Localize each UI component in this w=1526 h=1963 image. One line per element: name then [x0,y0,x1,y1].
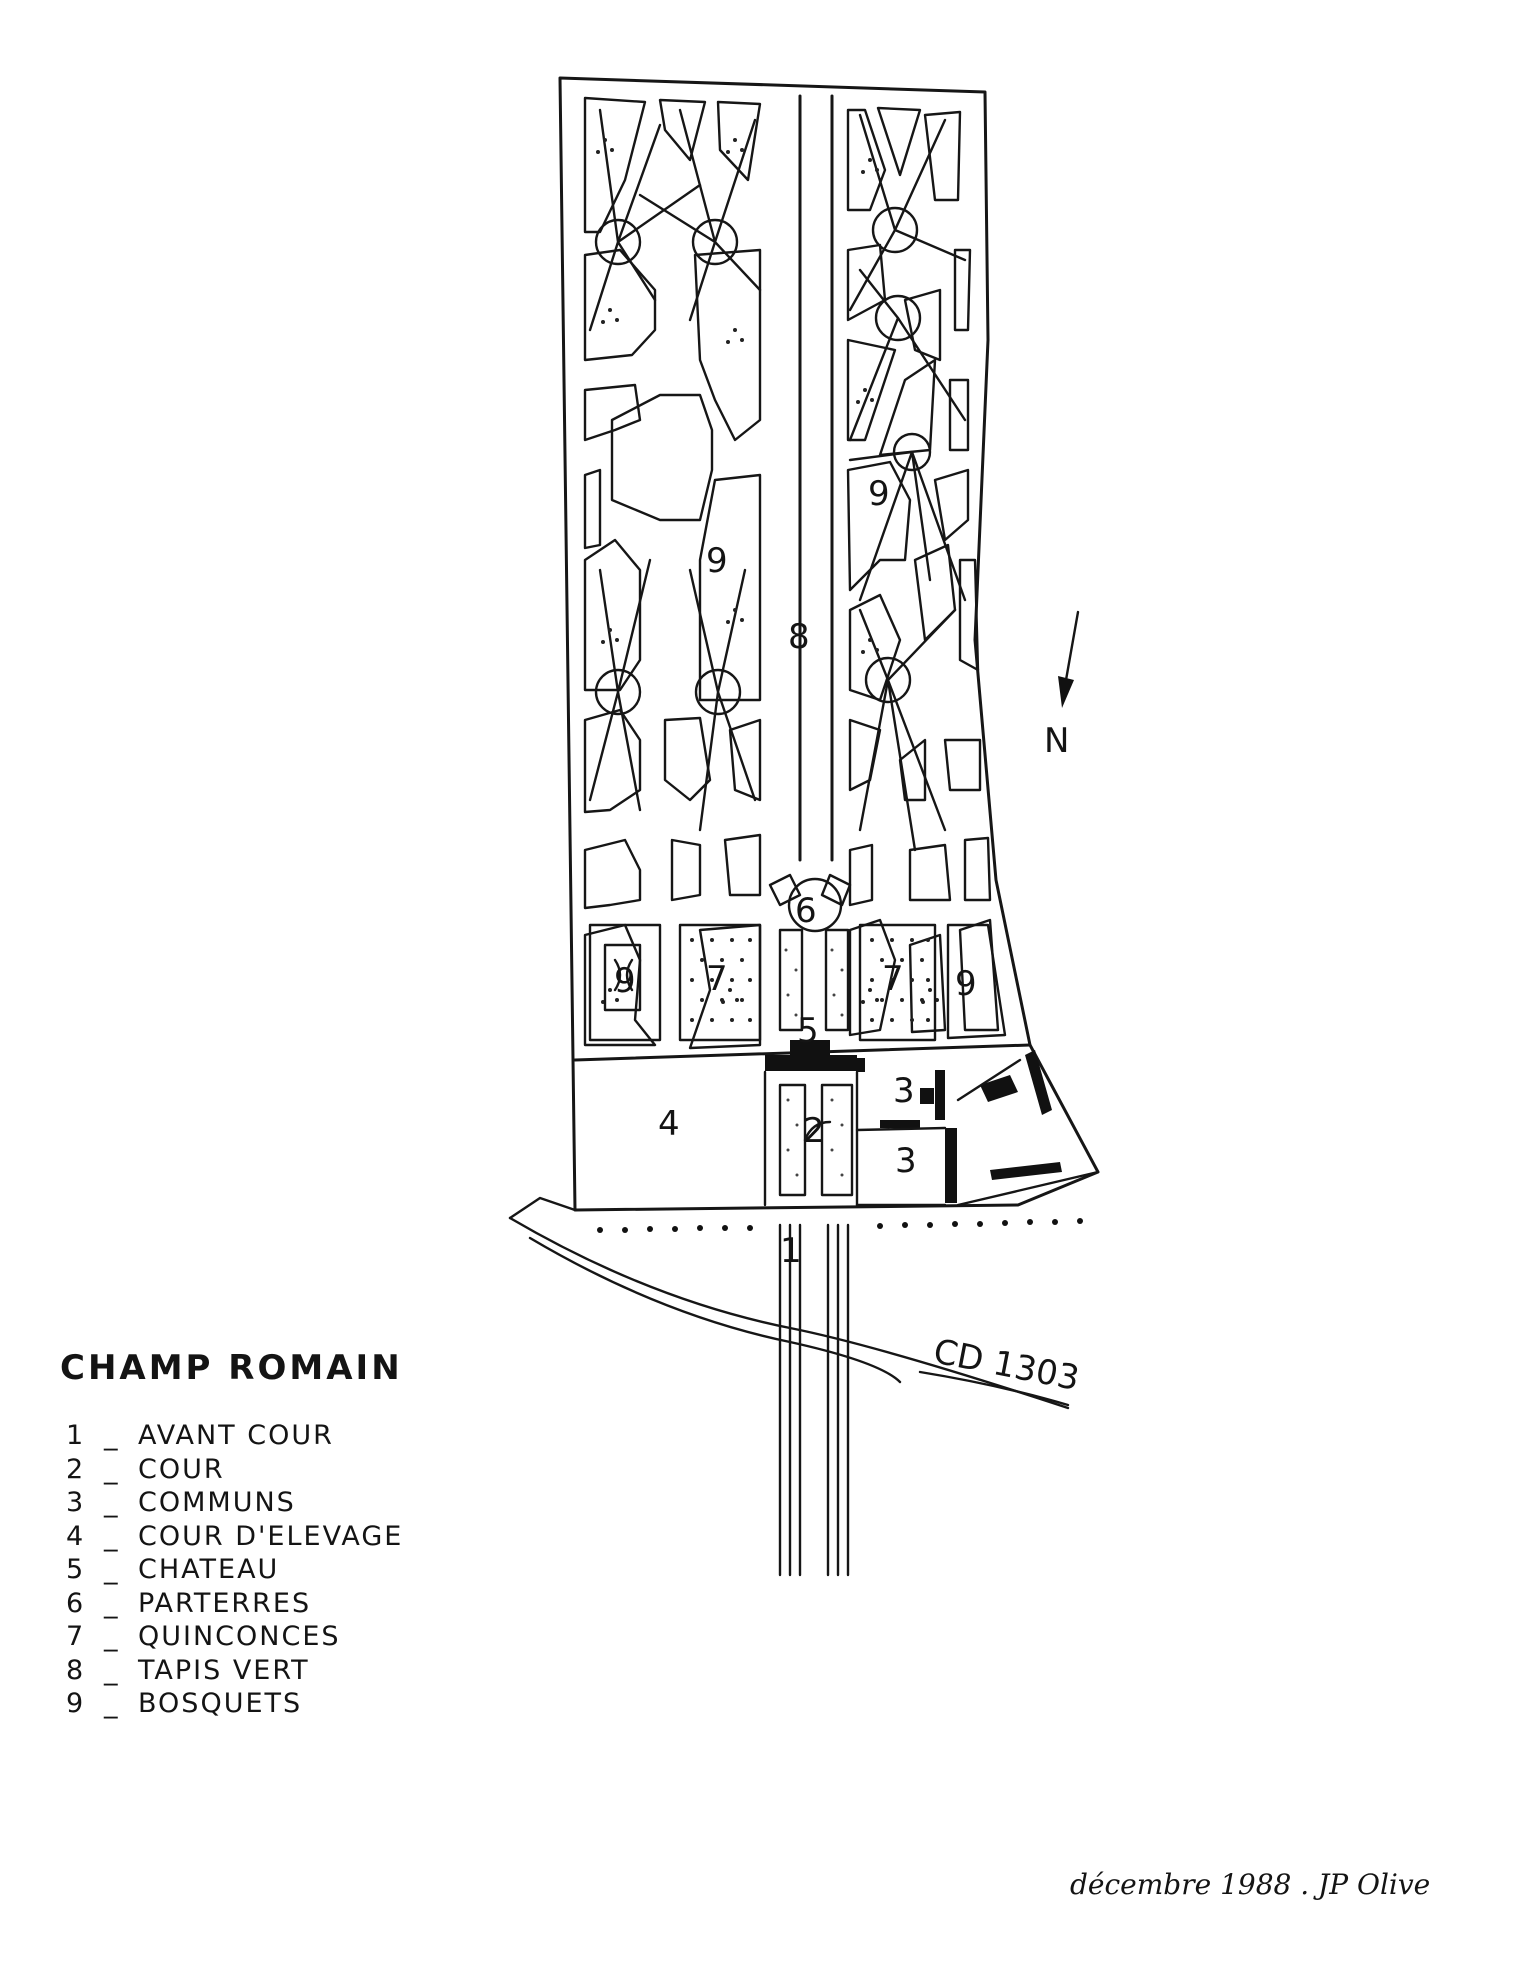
legend-num: 2 [66,1453,86,1485]
legend-num: 7 [66,1621,86,1652]
legend-item: 4 _ COUR D'ELEVAGE [66,1521,403,1555]
legend-item: 5 _ CHATEAU [66,1554,403,1588]
legend-label: PARTERRES [138,1587,312,1619]
label-quinconces-2: 7 [882,959,904,999]
legend-item: 6 _ PARTERRES [66,1588,403,1622]
legend-label: COUR D'ELEVAGE [138,1520,404,1552]
buildings [765,1040,1062,1203]
label-quinconces-1: 7 [706,959,728,999]
legend-item: 7 _ QUINCONCES [66,1621,403,1655]
legend-num: 4 [66,1520,86,1552]
label-avant-cour: 1 [780,1231,802,1271]
legend-label: BOSQUETS [138,1688,303,1719]
legend-sep: _ [104,1554,120,1585]
estate-boundary [558,76,1100,1212]
legend-item: 8 _ TAPIS VERT [66,1655,403,1689]
tree-stipple [596,138,939,1004]
legend-sep: _ [104,1587,120,1619]
parterres [768,873,852,1032]
label-communs-1: 3 [893,1071,915,1111]
avenue [508,1196,850,1577]
legend-num: 8 [66,1654,86,1686]
road-cd-1303 [508,1216,1070,1410]
legend-num: 5 [66,1554,86,1585]
star-alleys [588,108,967,852]
label-bosquets-3: 9 [614,961,636,1001]
label-communs-2: 3 [895,1141,917,1181]
tapis-vert-outline [798,94,834,862]
legend-label: COUR [138,1453,225,1485]
legend-num: 3 [66,1487,86,1518]
compartments [588,923,1007,1042]
legend-num: 9 [66,1688,86,1719]
legend-label: AVANT COUR [138,1420,334,1451]
legend-label: CHATEAU [138,1554,280,1585]
quinconce-dots [690,938,930,1022]
label-bosquets-2: 9 [868,474,890,514]
area-labels: 9 9 8 6 9 7 7 9 5 3 3 2 4 1 [614,474,977,1271]
label-cour-elevage: 4 [658,1104,680,1144]
legend-num: 1 [66,1420,86,1451]
legend: 1 _ AVANT COUR 2 _ COUR 3 _ COMMUNS 4 _ COUR D'E… [66,1420,403,1722]
legend-sep: _ [104,1420,120,1451]
label-chateau: 5 [797,1011,819,1051]
north-arrow: N [1044,610,1080,761]
tree-line [597,1218,1083,1233]
legend-label: COMMUNS [138,1487,296,1518]
label-cour: 2 [803,1111,825,1151]
legend-label: QUINCONCES [138,1621,341,1652]
legend-sep: _ [104,1621,120,1652]
legend-sep: _ [104,1520,120,1552]
legend-item: 1 _ AVANT COUR [66,1420,403,1454]
rond-points [594,206,932,933]
legend-item: 9 _ BOSQUETS [66,1688,403,1722]
north-label: N [1044,721,1069,761]
label-parterres: 6 [795,891,817,931]
bosquets-right [846,106,1000,1037]
legend-label: TAPIS VERT [138,1654,310,1686]
signature: décembre 1988 . JP Olive [1070,1868,1431,1901]
bosquets-left [583,96,762,1050]
legend-num: 6 [66,1587,86,1619]
legend-item: 2 _ COUR [66,1454,403,1488]
label-bosquets-1: 9 [706,541,728,581]
legend-sep: _ [104,1688,120,1719]
legend-title: CHAMP ROMAIN [60,1348,403,1388]
legend-sep: _ [104,1487,120,1518]
legend-sep: _ [104,1453,120,1485]
label-bosquets-4: 9 [955,964,977,1004]
label-tapis-vert: 8 [788,617,810,657]
legend-item: 3 _ COMMUNS [66,1487,403,1521]
courtyards [763,1058,1100,1207]
legend-sep: _ [104,1654,120,1686]
